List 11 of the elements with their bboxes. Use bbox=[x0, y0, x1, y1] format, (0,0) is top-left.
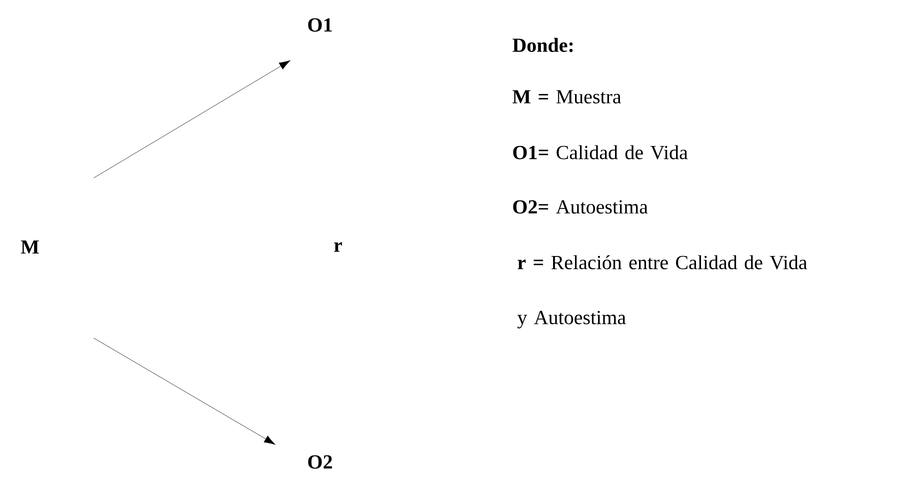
relation-label: r bbox=[334, 242, 342, 252]
heading: Donde: bbox=[512, 38, 573, 52]
definition-text: O1= Calidad de Vida bbox=[513, 145, 688, 160]
arrow bbox=[93, 338, 276, 445]
node-label: O1 bbox=[308, 18, 332, 32]
arrow bbox=[93, 60, 290, 178]
definition-text: O2= Autoestima bbox=[513, 200, 648, 214]
definition-text: M = Muestra bbox=[512, 90, 622, 104]
definition-text: r = Relación entre Calidad de Vida y Autoestima bbox=[517, 255, 808, 328]
node-label: M bbox=[20, 240, 39, 254]
node-label: O2 bbox=[308, 455, 332, 469]
